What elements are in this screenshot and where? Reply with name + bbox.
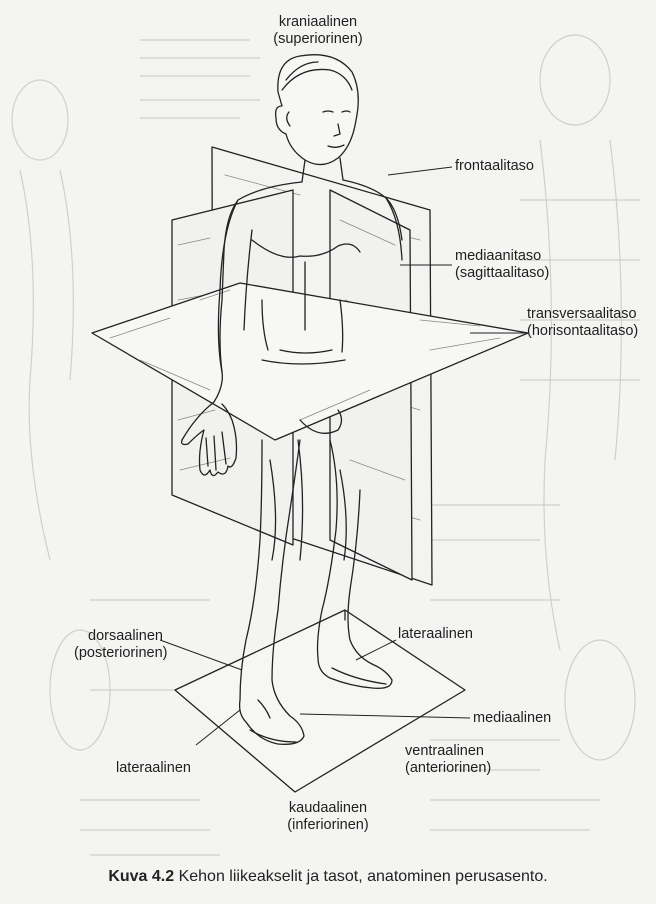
leader-dorsal — [160, 640, 242, 670]
label-cranial-main: kraniaalinen — [258, 14, 378, 31]
head — [276, 55, 359, 165]
label-lateral-left: lateraalinen — [116, 760, 191, 777]
label-median: mediaanitaso (sagittaalitaso) — [455, 248, 549, 282]
label-dorsal-sub: (posteriorinen) — [74, 645, 168, 662]
label-lateral-right: lateraalinen — [398, 626, 473, 643]
label-lateral-left-text: lateraalinen — [116, 760, 191, 776]
label-caudal-main: kaudaalinen — [268, 800, 388, 817]
leader-frontal — [388, 167, 452, 175]
label-caudal-sub: (inferiorinen) — [268, 817, 388, 834]
label-cranial: kraniaalinen (superiorinen) — [258, 14, 378, 48]
figure-number: Kuva 4.2 — [108, 868, 174, 885]
label-median-main: mediaanitaso — [455, 248, 549, 265]
label-cranial-sub: (superiorinen) — [258, 31, 378, 48]
figure-caption: Kuva 4.2 Kehon liikeakselit ja tasot, an… — [0, 868, 656, 886]
label-dorsal: dorsaalinen (posteriorinen) — [74, 628, 168, 662]
label-transverse-main: transversaalitaso — [527, 306, 638, 323]
label-median-sub: (sagittaalitaso) — [455, 265, 549, 282]
figure-caption-text: Kehon liikeakselit ja tasot, anatominen … — [174, 868, 548, 885]
label-lateral-right-text: lateraalinen — [398, 626, 473, 642]
label-ventral-sub: (anteriorinen) — [405, 760, 491, 777]
transverse-plane — [92, 283, 528, 440]
label-frontal-text: frontaalitaso — [455, 158, 534, 174]
label-dorsal-main: dorsaalinen — [74, 628, 168, 645]
label-medial-text: mediaalinen — [473, 710, 551, 726]
label-ventral-main: ventraalinen — [405, 743, 491, 760]
label-transverse: transversaalitaso (horisontaalitaso) — [527, 306, 638, 340]
label-medial: mediaalinen — [473, 710, 551, 727]
label-transverse-sub: (horisontaalitaso) — [527, 323, 638, 340]
label-caudal: kaudaalinen (inferiorinen) — [268, 800, 388, 834]
label-frontal: frontaalitaso — [455, 158, 534, 175]
label-ventral: ventraalinen (anteriorinen) — [405, 743, 491, 777]
